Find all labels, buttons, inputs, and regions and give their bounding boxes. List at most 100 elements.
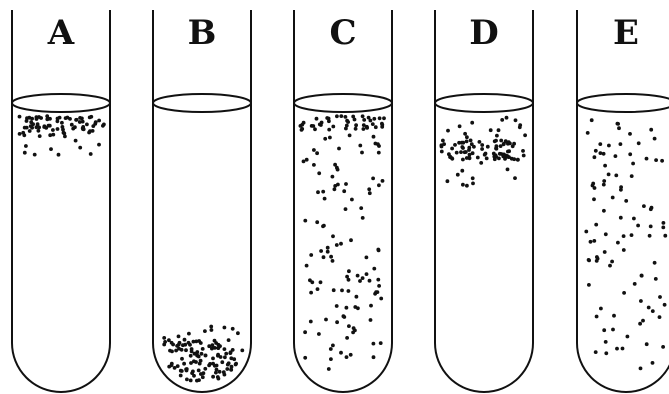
organism-dot [313,127,317,131]
organism-dot [372,342,376,346]
organism-dot [453,143,457,147]
organism-dot [460,145,464,149]
organism-dot [512,157,516,161]
organism-dot [590,118,594,122]
organism-dot [326,250,330,254]
organism-dot [468,153,472,157]
organism-dot [197,355,201,359]
organism-dot [201,375,205,379]
organism-dot [611,328,615,332]
organism-dot [372,135,376,139]
organism-dot [331,175,335,179]
organism-dot [332,288,336,292]
organism-dot [467,148,471,152]
organism-dot [379,341,383,345]
organism-dot [602,179,606,183]
organism-dot [465,140,469,144]
organism-dot [607,144,611,148]
organism-dot [324,318,328,322]
organism-dot [176,364,180,368]
organism-dot [461,158,465,162]
organism-dot [213,339,217,343]
organism-dot [472,145,476,149]
organism-dot [185,367,189,371]
organism-dot [81,125,85,129]
tube-label: B [188,13,217,53]
organism-dot [494,139,498,143]
organism-dot [354,123,358,127]
organism-dot [91,124,95,128]
organism-dot [460,169,464,173]
organism-dot [193,352,197,356]
organism-dot [602,328,606,332]
organism-dot [340,289,344,293]
organism-dot [344,127,348,131]
organism-dot [361,276,365,280]
organism-dot [51,128,55,132]
organism-dot [218,370,222,374]
organism-dot [305,158,309,162]
tube-e: E [577,10,669,392]
organism-dot [57,153,61,157]
tube-outline [153,10,251,392]
organism-dot [522,154,526,158]
organism-dot [81,120,85,124]
organism-dot [189,379,193,383]
organism-dot [185,378,189,382]
liquid-surface [577,94,669,112]
organism-dot [320,121,324,125]
organism-dot [478,140,482,144]
organism-dot [506,155,510,159]
organism-dot [31,122,35,126]
organism-dot [630,174,634,178]
organism-dot [654,277,658,281]
organism-dot [179,374,183,378]
tube-label: C [329,13,356,53]
organism-dot [189,354,193,358]
organism-dot [365,272,369,276]
organism-dot [440,150,444,154]
organism-dot [310,280,314,284]
organism-dot [315,220,319,224]
organism-dot [455,151,459,155]
organism-dot [458,124,462,128]
organism-dot [594,149,598,153]
organism-dot [593,186,597,190]
organism-dot [223,326,227,330]
organism-dot [316,190,320,194]
organism-dot [633,282,637,286]
organism-dot [619,142,623,146]
liquid-surface [294,94,392,112]
organism-dot [25,126,29,130]
organism-dot [326,246,330,250]
organism-dot [506,168,510,172]
organism-dot [339,351,343,355]
organism-dot [489,128,493,132]
organism-dot [348,134,352,138]
organism-dot [335,243,339,247]
organism-dot [626,335,630,339]
organism-dot [73,125,77,129]
organism-dot [220,360,224,364]
organism-dot [604,351,608,355]
organism-dot [201,347,205,351]
organism-dot [335,114,339,118]
organism-dot [660,159,664,163]
organism-dot [25,116,29,120]
organism-dot [493,157,497,161]
organism-dot [321,190,325,194]
organism-dot [513,176,517,180]
organism-dot [101,124,105,128]
tube-outline [294,10,392,392]
liquid-surface [435,94,533,112]
organism-dot [42,125,46,129]
organism-dot [344,115,348,119]
organism-dot [649,225,653,229]
organism-dot [592,239,596,243]
organism-dot [614,174,618,178]
tube-c: C [294,10,392,392]
organism-dot [349,353,353,357]
organism-dot [350,198,354,202]
organism-dot [162,336,166,340]
